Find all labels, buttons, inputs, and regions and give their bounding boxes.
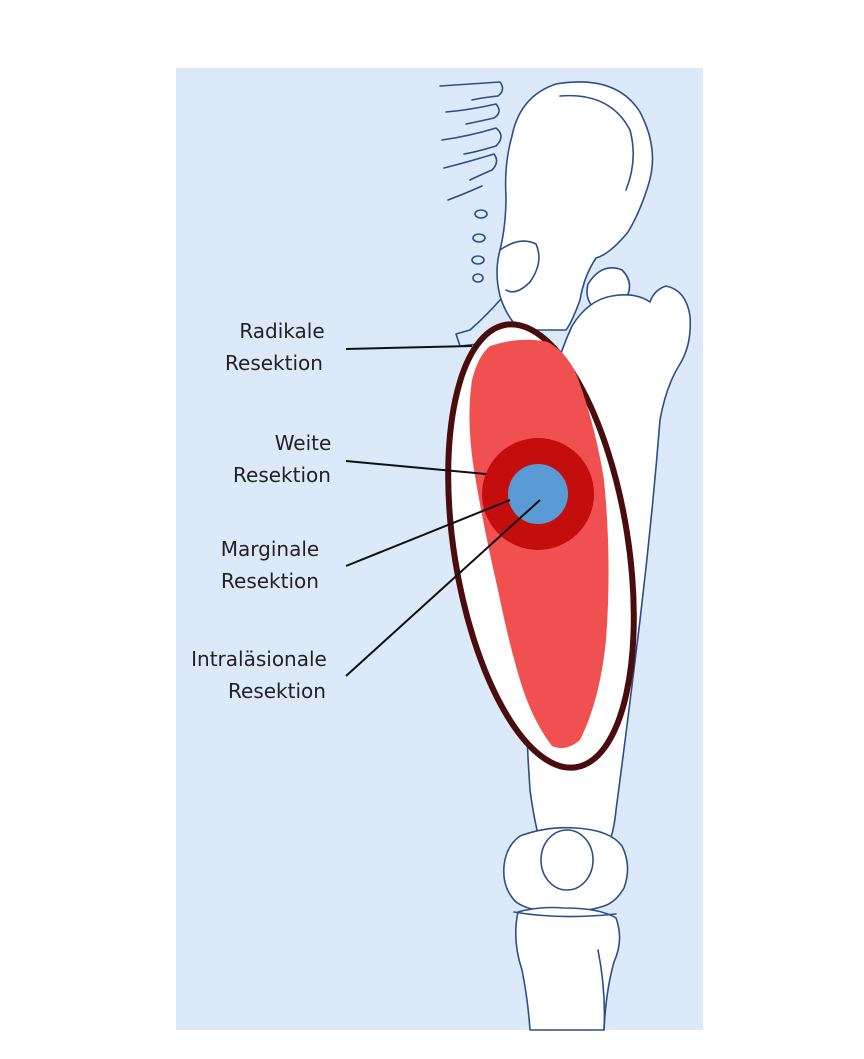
leader-line-marginal: [345, 499, 511, 567]
label-marginal-line1: Marginale: [221, 537, 319, 561]
tibia: [514, 906, 621, 1031]
leader-lines: [345, 345, 541, 677]
leader-line-intralesional: [345, 499, 541, 677]
label-radical-line1: Radikale: [239, 319, 324, 343]
label-intralesional-line1: Intraläsionale: [191, 647, 327, 671]
sacrum: [439, 81, 504, 283]
tumor: [508, 464, 568, 524]
label-intralesional-line2: Resektion: [228, 679, 326, 703]
leader-line-wide: [345, 460, 487, 475]
leader-line-radical: [345, 345, 473, 350]
resection-zones: [445, 321, 637, 771]
patella: [540, 829, 594, 891]
label-wide-line2: Resektion: [233, 463, 331, 487]
label-wide-line1: Weite: [275, 431, 332, 455]
labels: Radikale Resektion Weite Resektion Margi…: [191, 319, 331, 703]
label-marginal-line2: Resektion: [221, 569, 319, 593]
label-radical-line2: Resektion: [225, 351, 323, 375]
